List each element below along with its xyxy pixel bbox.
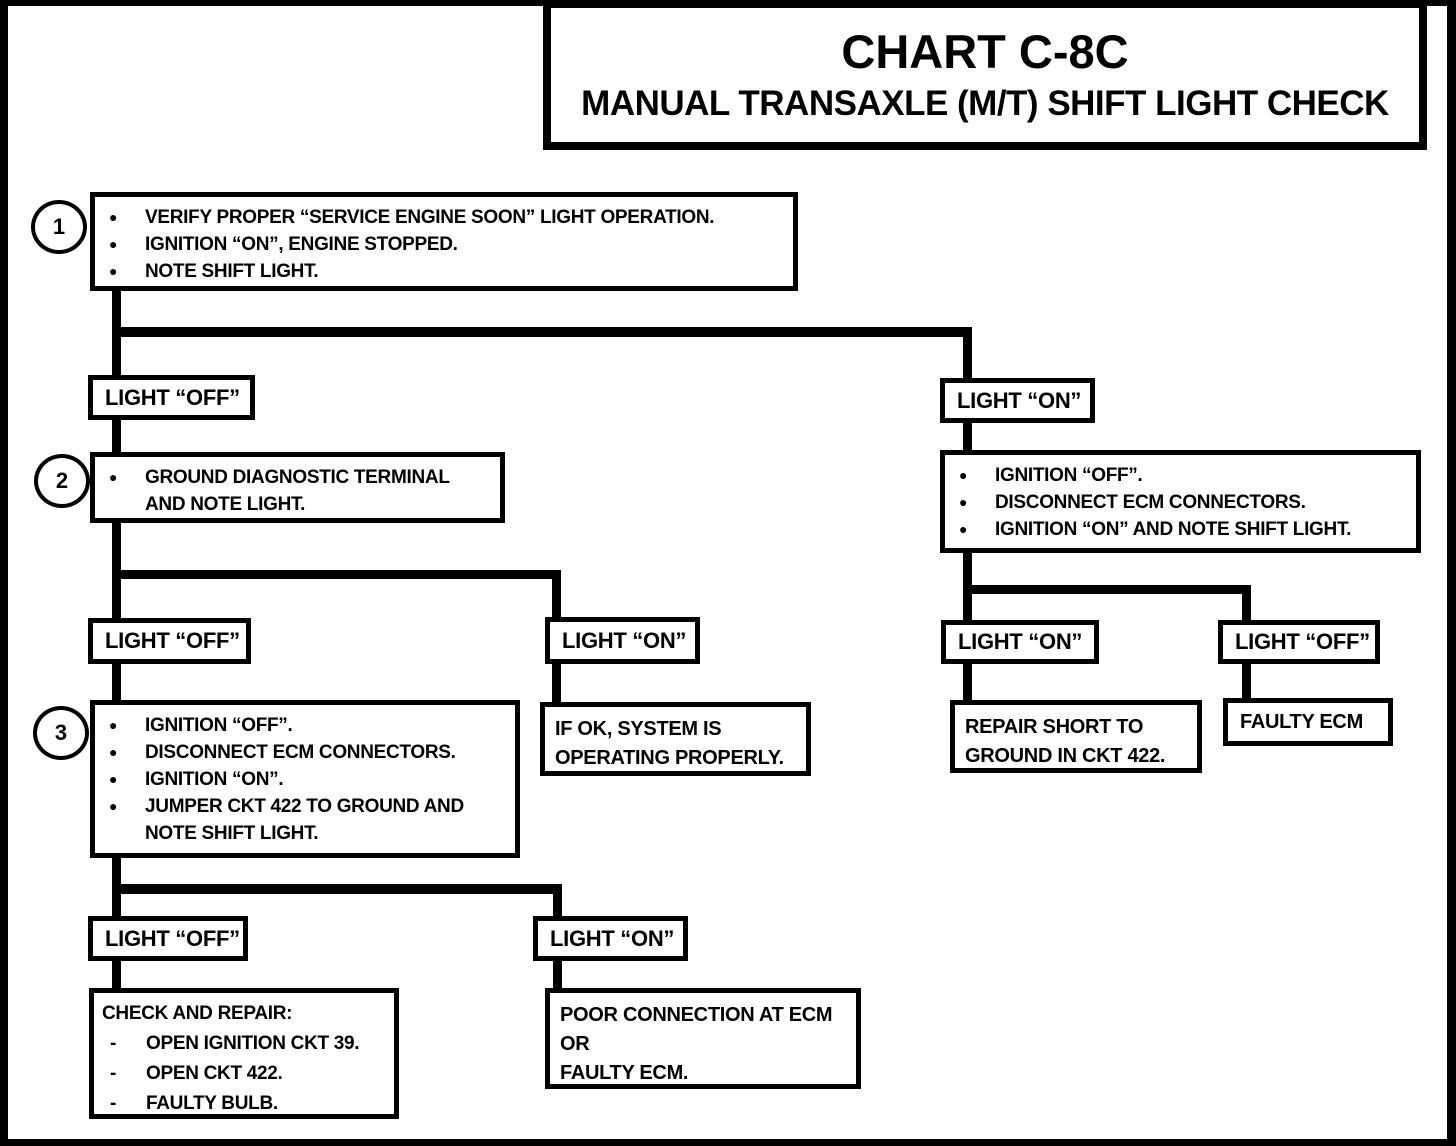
if-ok-line: OPERATING PROPERLY. [555,747,784,769]
step-number-circle-1: 1 [31,200,87,254]
step-3-bullet-row: ● IGNITION “ON”. [103,766,507,793]
check-repair-item-row: - FAULTY BULB. [102,1089,386,1119]
step-3-bullet-text: IGNITION “OFF”. [145,715,293,736]
step-1-bullet-text: NOTE SHIFT LIGHT. [145,261,319,282]
decision-label: LIGHT “ON” [562,627,687,653]
step-3-box: ● IGNITION “OFF”. ● DISCONNECT ECM CONNE… [90,700,520,858]
decision-label: LIGHT “OFF” [105,628,240,653]
decision-label: LIGHT “ON” [550,925,675,951]
ecm-check-box: ● IGNITION “OFF”. ● DISCONNECT ECM CONNE… [940,450,1421,553]
step-3-bullet-text: IGNITION “ON”. [145,769,284,790]
poor-connection-line: OR [560,1033,590,1055]
bullet-dot-icon: ● [109,744,118,760]
bullet-dot-icon: ● [109,469,118,485]
poor-connection-line: POOR CONNECTION AT ECM [560,1004,833,1026]
ecm-check-bullet-row: ● IGNITION “ON” AND NOTE SHIFT LIGHT. [953,516,1408,543]
step-number-2: 2 [55,468,69,493]
step-number-1: 1 [52,214,66,239]
step-3-bullet-row: ● DISCONNECT ECM CONNECTORS. [103,739,507,766]
step-3-bullet-text: JUMPER CKT 422 TO GROUND AND NOTE SHIFT … [145,796,464,844]
decision-label: LIGHT “ON” [957,387,1082,413]
step-1-bullet-row: ● NOTE SHIFT LIGHT. [103,258,785,285]
step-3-bullet-text: DISCONNECT ECM CONNECTORS. [145,742,456,763]
step-3-bullet-row: ● IGNITION “OFF”. [103,712,507,739]
repair-short-line: GROUND IN CKT 422. [965,745,1166,767]
bullet-dot-icon: ● [109,717,118,733]
decision-label: LIGHT “OFF” [105,925,240,951]
decision-label: LIGHT “ON” [958,629,1083,654]
check-repair-item: OPEN IGNITION CKT 39. [146,1033,360,1054]
check-repair-item: FAULTY BULB. [146,1093,278,1114]
ecm-check-bullet-row: ● DISCONNECT ECM CONNECTORS. [953,489,1408,516]
step-1-bullet-text: IGNITION “ON”, ENGINE STOPPED. [145,234,458,255]
decision-light-off-2: LIGHT “OFF” [88,618,251,664]
dash-icon: - [110,1063,117,1084]
decision-light-on-1: LIGHT “ON” [940,378,1095,423]
connector-split-3 [112,884,562,894]
bullet-dot-icon: ● [959,494,968,510]
step-1-bullet-row: ● VERIFY PROPER “SERVICE ENGINE SOON” LI… [103,204,785,231]
step-1-bullet-text: VERIFY PROPER “SERVICE ENGINE SOON” LIGH… [145,207,715,228]
check-repair-item-row: - OPEN CKT 422. [102,1059,386,1089]
poor-connection-box: POOR CONNECTION AT ECM OR FAULTY ECM. [545,988,861,1089]
connector-split-4 [963,585,1251,594]
ecm-check-bullet-text: DISCONNECT ECM CONNECTORS. [995,492,1306,513]
step-2-bullet-row: ● GROUND DIAGNOSTIC TERMINAL AND NOTE LI… [103,464,492,518]
bullet-dot-icon: ● [959,521,968,537]
if-ok-line: IF OK, SYSTEM IS [555,718,722,740]
check-repair-box: CHECK AND REPAIR: - OPEN IGNITION CKT 39… [89,988,399,1119]
step-number-circle-2: 2 [34,454,90,508]
title-box: CHART C-8C MANUAL TRANSAXLE (M/T) SHIFT … [543,0,1427,150]
bullet-dot-icon: ● [959,467,968,483]
step-1-box: ● VERIFY PROPER “SERVICE ENGINE SOON” LI… [90,192,798,291]
bullet-dot-icon: ● [109,236,118,252]
step-number-circle-3: 3 [33,706,89,760]
decision-light-off-1: LIGHT “OFF” [88,375,255,420]
check-repair-item-row: - OPEN IGNITION CKT 39. [102,1029,386,1059]
decision-light-off-3: LIGHT “OFF” [1218,620,1380,664]
decision-light-on-3: LIGHT “ON” [941,620,1099,664]
decision-light-off-4: LIGHT “OFF” [88,916,248,961]
bullet-dot-icon: ● [109,263,118,279]
check-repair-item: OPEN CKT 422. [146,1063,283,1084]
decision-label: LIGHT “OFF” [1235,629,1370,654]
bullet-dot-icon: ● [109,771,118,787]
connector-split-2 [112,570,561,579]
connector-split-1 [112,327,972,337]
ecm-check-bullet-text: IGNITION “OFF”. [995,465,1143,486]
ecm-check-bullet-row: ● IGNITION “OFF”. [953,462,1408,489]
decision-light-on-2: LIGHT “ON” [545,617,700,664]
if-ok-box: IF OK, SYSTEM IS OPERATING PROPERLY. [540,702,811,776]
bullet-dot-icon: ● [109,798,118,814]
decision-label: LIGHT “OFF” [105,384,240,410]
check-repair-heading: CHECK AND REPAIR: [102,1003,293,1024]
step-2-bullet-text: GROUND DIAGNOSTIC TERMINAL AND NOTE LIGH… [145,467,450,515]
decision-light-on-4: LIGHT “ON” [533,916,688,961]
dash-icon: - [110,1093,117,1114]
ecm-check-bullet-text: IGNITION “ON” AND NOTE SHIFT LIGHT. [995,519,1352,540]
chart-subtitle: MANUAL TRANSAXLE (M/T) SHIFT LIGHT CHECK [581,84,1389,123]
chart-title: CHART C-8C [841,25,1129,78]
repair-short-line: REPAIR SHORT TO [965,716,1144,738]
step-2-box: ● GROUND DIAGNOSTIC TERMINAL AND NOTE LI… [90,452,505,523]
faulty-ecm-label: FAULTY ECM [1240,710,1363,733]
bullet-dot-icon: ● [109,209,118,225]
step-1-bullet-row: ● IGNITION “ON”, ENGINE STOPPED. [103,231,785,258]
step-number-3: 3 [54,720,68,745]
repair-short-box: REPAIR SHORT TO GROUND IN CKT 422. [950,700,1202,773]
step-3-bullet-row: ● JUMPER CKT 422 TO GROUND AND NOTE SHIF… [103,793,507,847]
dash-icon: - [110,1033,117,1054]
faulty-ecm-box: FAULTY ECM [1223,698,1393,746]
poor-connection-line: FAULTY ECM. [560,1062,689,1084]
